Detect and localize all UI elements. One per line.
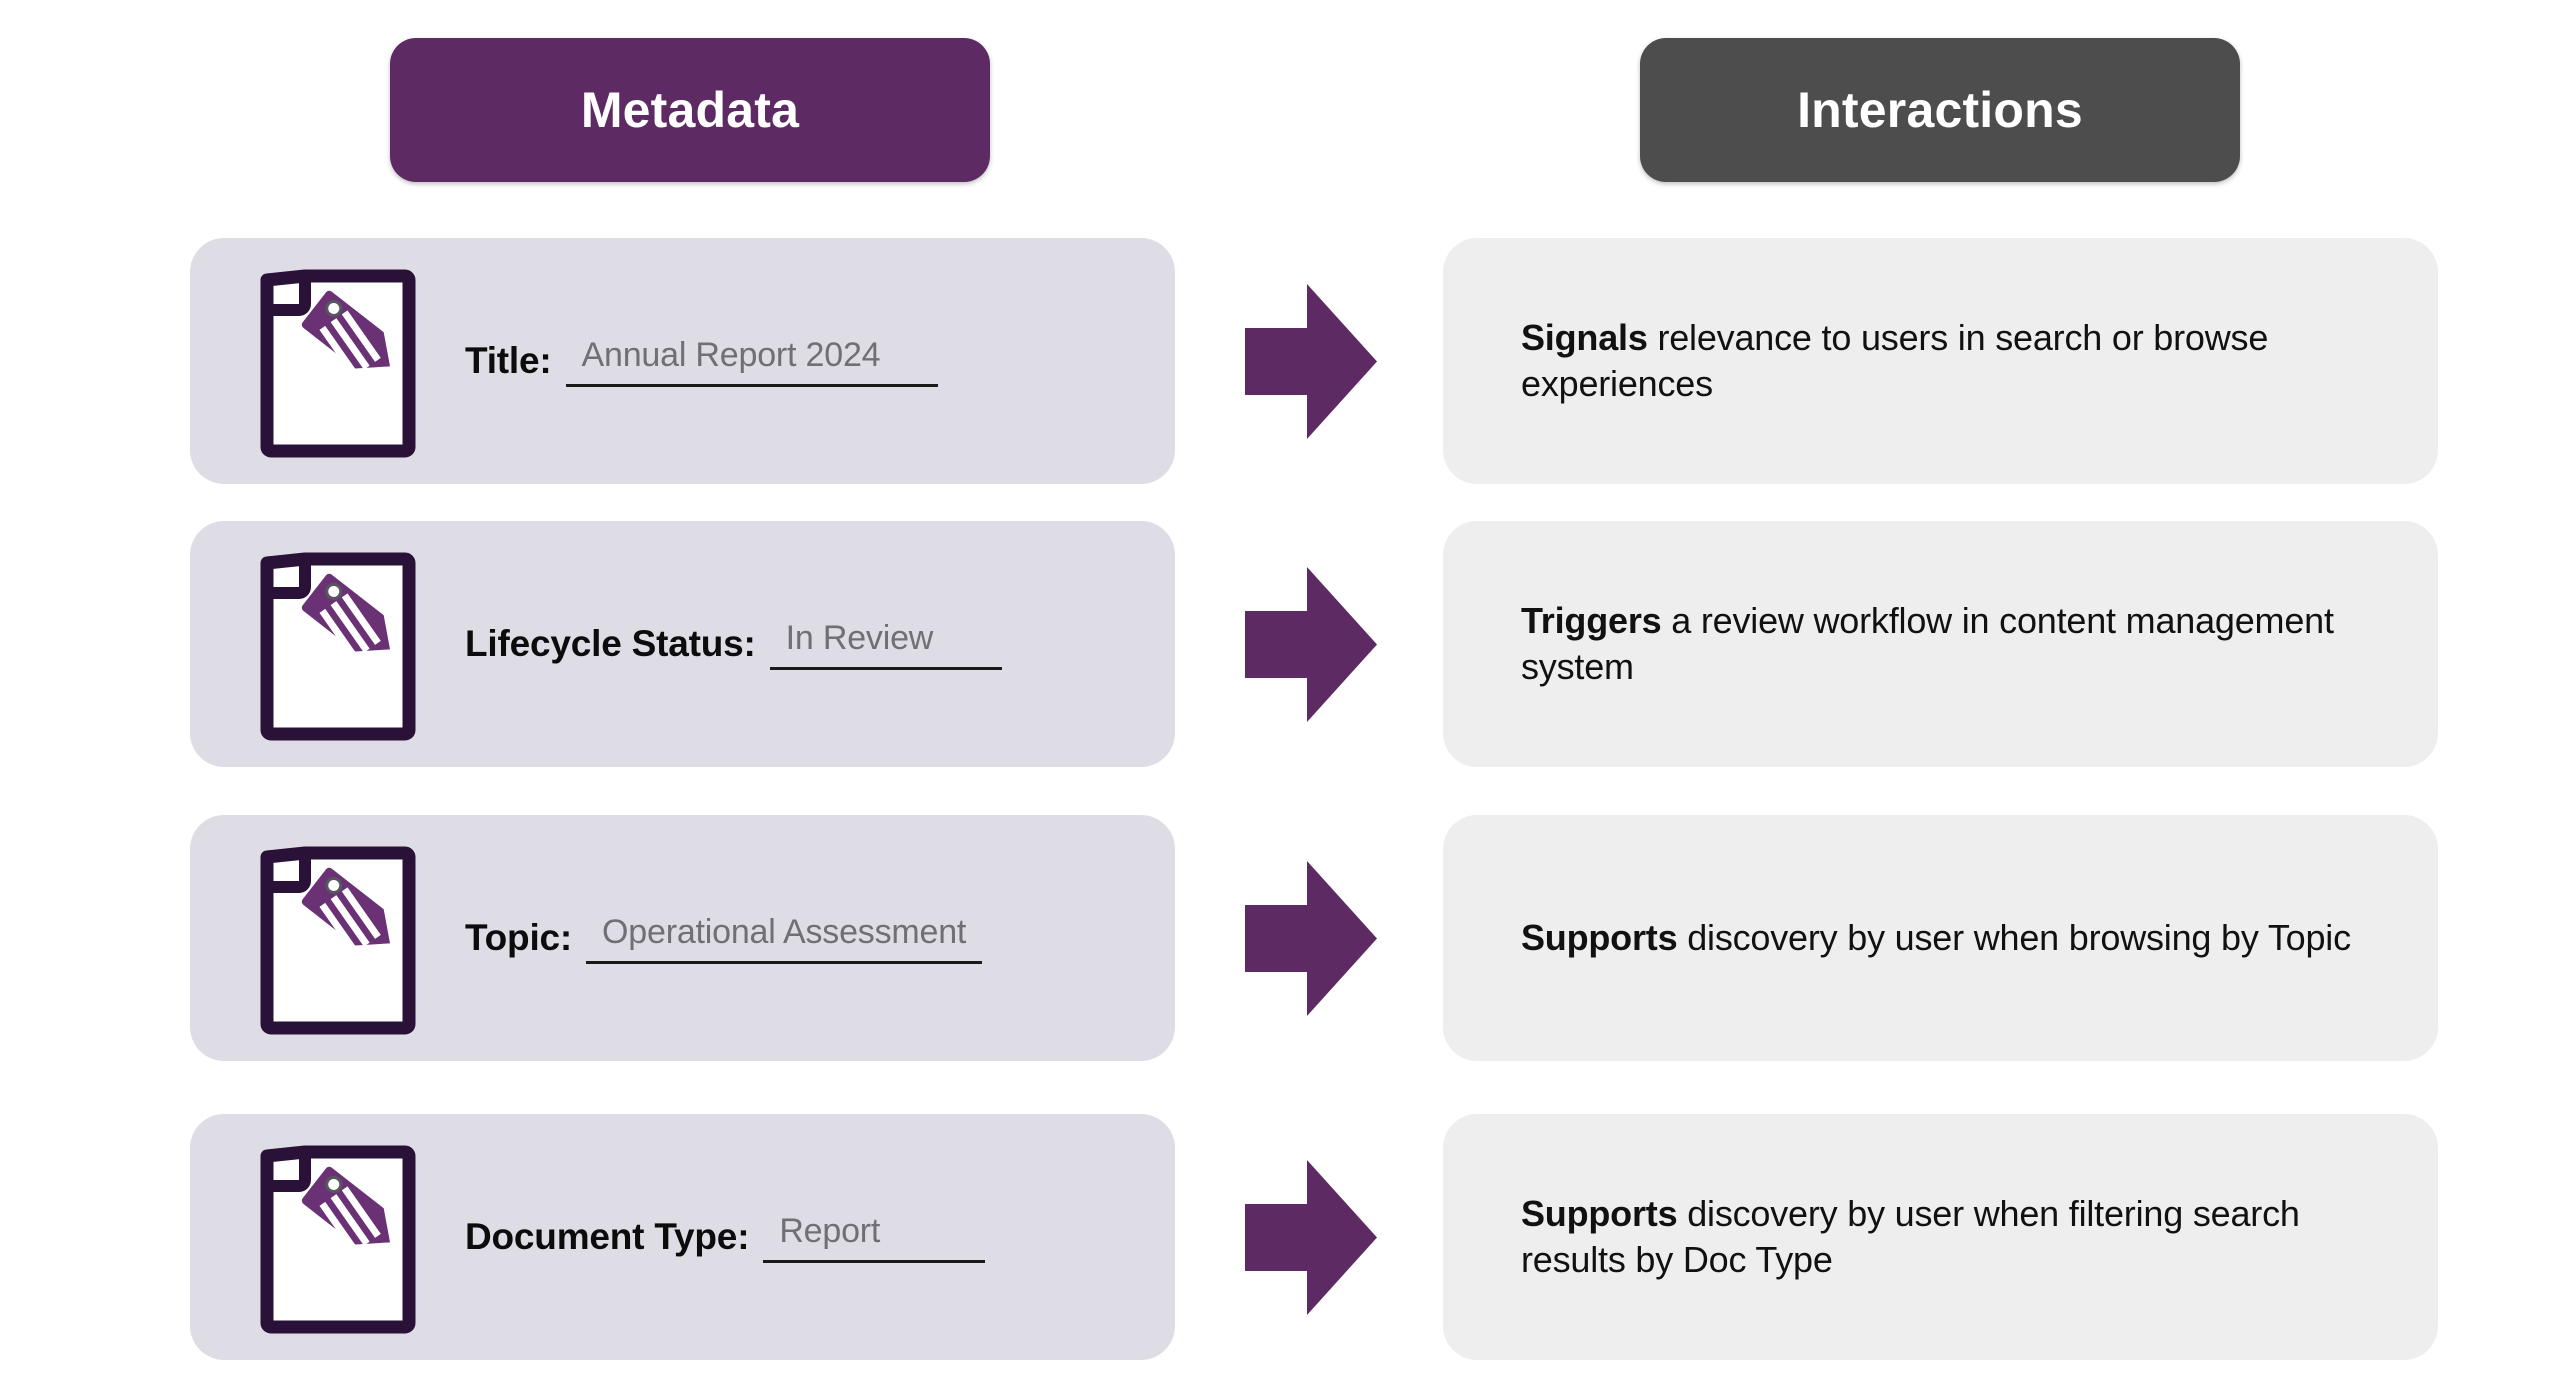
metadata-field-label: Topic:	[465, 917, 573, 958]
interactions-header-label: Interactions	[1797, 82, 2083, 138]
metadata-field: Document Type: Report	[465, 1114, 1155, 1360]
interaction-card[interactable]: Supports discovery by user when browsing…	[1443, 815, 2438, 1061]
metadata-card[interactable]: Topic: Operational Assessment	[190, 815, 1175, 1061]
interaction-card[interactable]: Triggers a review workflow in content ma…	[1443, 521, 2438, 767]
metadata-field-label: Document Type:	[465, 1216, 750, 1257]
metadata-card[interactable]: Title: Annual Report 2024	[190, 238, 1175, 484]
interaction-text: Supports discovery by user when filterin…	[1521, 1191, 2360, 1283]
document-tag-icon	[245, 1142, 430, 1337]
metadata-field-value: Annual Report 2024	[581, 335, 881, 374]
metadata-field: Topic: Operational Assessment	[465, 815, 1155, 1061]
metadata-field-input[interactable]: Annual Report 2024	[565, 335, 938, 387]
interaction-lead: Supports	[1521, 1192, 1678, 1234]
metadata-field-input[interactable]: In Review	[769, 618, 1002, 670]
metadata-column-header[interactable]: Metadata	[390, 38, 990, 182]
interaction-card[interactable]: Signals relevance to users in search or …	[1443, 238, 2438, 484]
document-tag-icon	[245, 843, 430, 1038]
metadata-card[interactable]: Document Type: Report	[190, 1114, 1175, 1360]
metadata-interaction-row: Lifecycle Status: In Review Triggers a r…	[0, 521, 2560, 767]
metadata-field-value: In Review	[785, 618, 934, 657]
metadata-field: Lifecycle Status: In Review	[465, 521, 1155, 767]
metadata-field-input[interactable]: Operational Assessment	[586, 912, 983, 964]
document-tag-icon	[245, 266, 430, 461]
interaction-lead: Signals	[1521, 316, 1648, 358]
document-tag-icon	[245, 549, 430, 744]
interaction-rest: a review workflow in content management …	[1521, 599, 2334, 687]
interaction-lead: Supports	[1521, 916, 1678, 958]
metadata-interaction-row: Topic: Operational Assessment Supports d…	[0, 815, 2560, 1061]
metadata-interaction-row: Document Type: Report Supports discovery…	[0, 1114, 2560, 1360]
interactions-column-header[interactable]: Interactions	[1640, 38, 2240, 182]
metadata-field-value: Operational Assessment	[602, 912, 967, 951]
arrow-right-icon	[1245, 567, 1377, 722]
metadata-field-label: Lifecycle Status:	[465, 623, 756, 664]
interaction-rest: discovery by user when browsing by Topic	[1677, 916, 2351, 958]
interaction-text: Signals relevance to users in search or …	[1521, 315, 2360, 407]
interaction-text: Triggers a review workflow in content ma…	[1521, 598, 2360, 690]
column-headers: Metadata Interactions	[0, 38, 2560, 182]
metadata-field-label: Title:	[465, 340, 552, 381]
metadata-field: Title: Annual Report 2024	[465, 238, 1155, 484]
metadata-card[interactable]: Lifecycle Status: In Review	[190, 521, 1175, 767]
arrow-right-icon	[1245, 1160, 1377, 1315]
interaction-card[interactable]: Supports discovery by user when filterin…	[1443, 1114, 2438, 1360]
metadata-header-label: Metadata	[580, 82, 800, 138]
interaction-text: Supports discovery by user when browsing…	[1521, 915, 2351, 961]
arrow-right-icon	[1245, 861, 1377, 1016]
metadata-field-input[interactable]: Report	[763, 1211, 986, 1263]
interaction-lead: Triggers	[1521, 599, 1662, 641]
metadata-field-value: Report	[779, 1211, 881, 1250]
metadata-interaction-row: Title: Annual Report 2024 Signals releva…	[0, 238, 2560, 484]
interaction-rest: relevance to users in search or browse e…	[1521, 316, 2269, 404]
arrow-right-icon	[1245, 284, 1377, 439]
interaction-rest: discovery by user when filtering search …	[1521, 1192, 2300, 1280]
